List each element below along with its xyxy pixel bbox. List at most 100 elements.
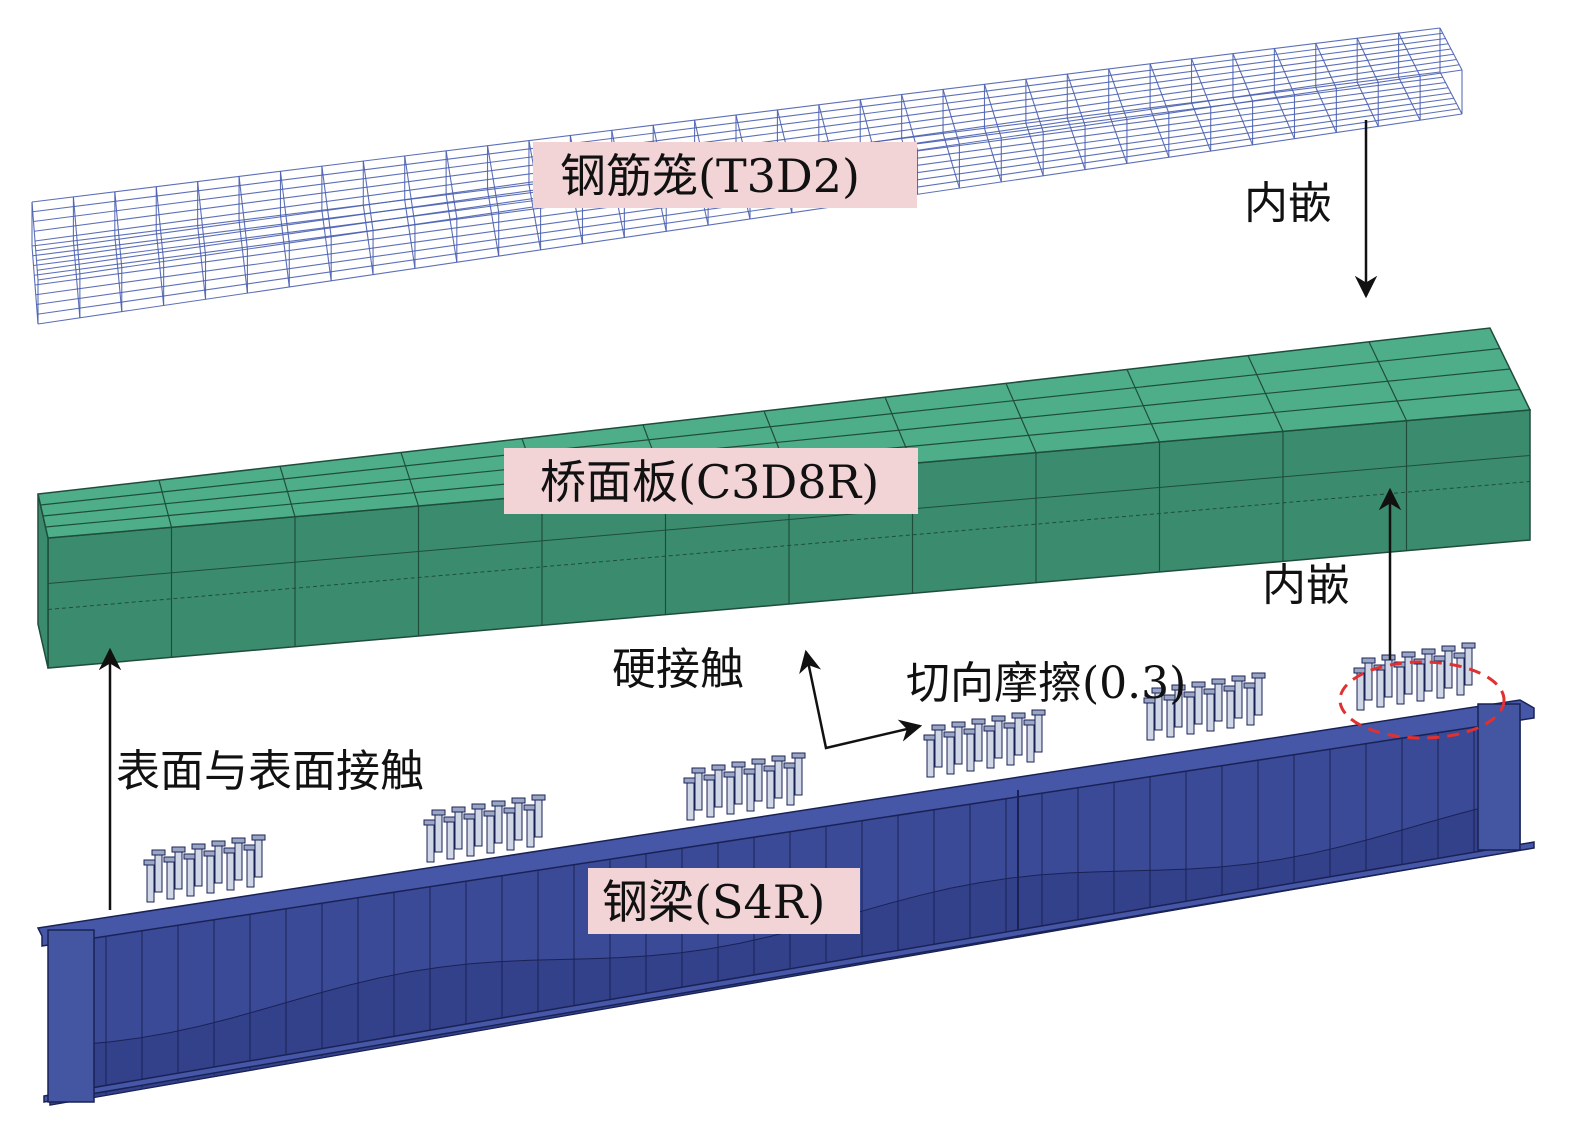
stud-shank <box>1194 685 1203 725</box>
stud-head <box>1171 684 1186 691</box>
stud-shank <box>926 738 935 778</box>
steel-beam-label-box <box>588 868 860 934</box>
contact-axes-icon <box>799 649 923 750</box>
stud-shank <box>686 781 695 821</box>
stud-shank <box>534 798 543 838</box>
stud-head <box>191 843 206 850</box>
stud-head <box>1421 648 1436 655</box>
stud-shank <box>246 848 255 888</box>
stud-head <box>791 752 806 759</box>
deck-slab-label: 桥面板(C3D8R) <box>540 455 879 509</box>
stud-shank <box>794 756 803 796</box>
stud-shank <box>1246 686 1255 726</box>
stud-shank <box>206 854 215 894</box>
stud-shank <box>1424 652 1433 692</box>
stud-shank <box>526 808 535 848</box>
stud-head <box>1191 681 1206 688</box>
stud-shank <box>146 863 155 903</box>
stud-shank <box>446 820 455 860</box>
stud-shank <box>1416 662 1425 702</box>
slab-layer-line <box>47 481 1531 610</box>
stud-shank <box>1464 646 1473 686</box>
shear-studs <box>143 642 1476 903</box>
stud-shank <box>166 860 175 900</box>
stud-head <box>251 834 266 841</box>
stud-head <box>1441 645 1456 652</box>
stud-head <box>451 806 466 813</box>
slab-grid-line <box>40 347 1501 506</box>
stud-head <box>1381 654 1396 661</box>
stud-shank <box>1444 649 1453 689</box>
stud-shank <box>726 775 735 815</box>
stud-head <box>471 803 486 810</box>
stud-head <box>771 755 786 762</box>
stud-shank <box>994 719 1003 759</box>
stud-shank <box>766 769 775 809</box>
stud-head <box>971 718 986 725</box>
stud-shank <box>486 814 495 854</box>
stud-head <box>931 724 946 731</box>
rebar-longitudinal <box>34 43 1449 232</box>
stud-shank <box>754 762 763 802</box>
slab-layer-line <box>47 455 1531 584</box>
stud-head <box>991 715 1006 722</box>
stud-shank <box>506 811 515 851</box>
stud-shank <box>1254 676 1263 716</box>
stud-head <box>691 767 706 774</box>
stud-shank <box>934 728 943 768</box>
stud-shank <box>466 817 475 857</box>
stud-shank <box>1436 659 1445 699</box>
stud-head <box>1031 709 1046 716</box>
tangential-friction-annotation: 切向摩擦(0.3) <box>906 658 1186 709</box>
stud-head <box>171 846 186 853</box>
stud-head <box>951 721 966 728</box>
stud-head <box>1361 657 1376 664</box>
stud-shank <box>966 732 975 772</box>
rebar-longitudinal <box>33 37 1446 223</box>
stud-shank <box>746 772 755 812</box>
stud-shank <box>1234 679 1243 719</box>
stud-head <box>231 837 246 844</box>
stud-shank <box>694 771 703 811</box>
stud-shank <box>154 853 163 893</box>
stud-shank <box>494 804 503 844</box>
stud-head <box>711 764 726 771</box>
stud-head <box>511 797 526 804</box>
surface-contact-annotation: 表面与表面接触 <box>116 746 424 797</box>
stud-shank <box>454 810 463 850</box>
stud-shank <box>706 778 715 818</box>
stud-shank <box>226 851 235 891</box>
stud-shank <box>194 847 203 887</box>
stud-shank <box>214 844 223 884</box>
slab-grid-line <box>42 368 1511 517</box>
stud-head <box>211 840 226 847</box>
beam-bottom-flange <box>43 841 1535 1103</box>
stud-shank <box>786 766 795 806</box>
stud-head <box>151 849 166 856</box>
highlight-ellipse <box>1338 660 1506 740</box>
stud-shank <box>1186 695 1195 735</box>
stud-shank <box>1226 689 1235 729</box>
stud-shank <box>186 857 195 897</box>
stud-head <box>1011 712 1026 719</box>
stud-head <box>1231 675 1246 682</box>
rebar-cage-label: 钢筋笼(T3D2) <box>560 149 860 203</box>
stud-shank <box>1006 726 1015 766</box>
stud-shank <box>986 729 995 769</box>
stud-shank <box>1034 713 1043 753</box>
hard-contact-annotation: 硬接触 <box>612 644 744 695</box>
beam-top-flange <box>36 699 1535 947</box>
rebar-longitudinal <box>37 108 1460 315</box>
stud-shank <box>734 765 743 805</box>
stud-shank <box>254 838 263 878</box>
stud-shank <box>1214 682 1223 722</box>
stud-head <box>431 809 446 816</box>
stud-shank <box>954 725 963 765</box>
stud-head <box>731 761 746 768</box>
stud-head <box>1151 687 1166 694</box>
stud-shank <box>774 759 783 799</box>
stud-shank <box>434 813 443 853</box>
stud-shank <box>974 722 983 762</box>
stud-shank <box>474 807 483 847</box>
